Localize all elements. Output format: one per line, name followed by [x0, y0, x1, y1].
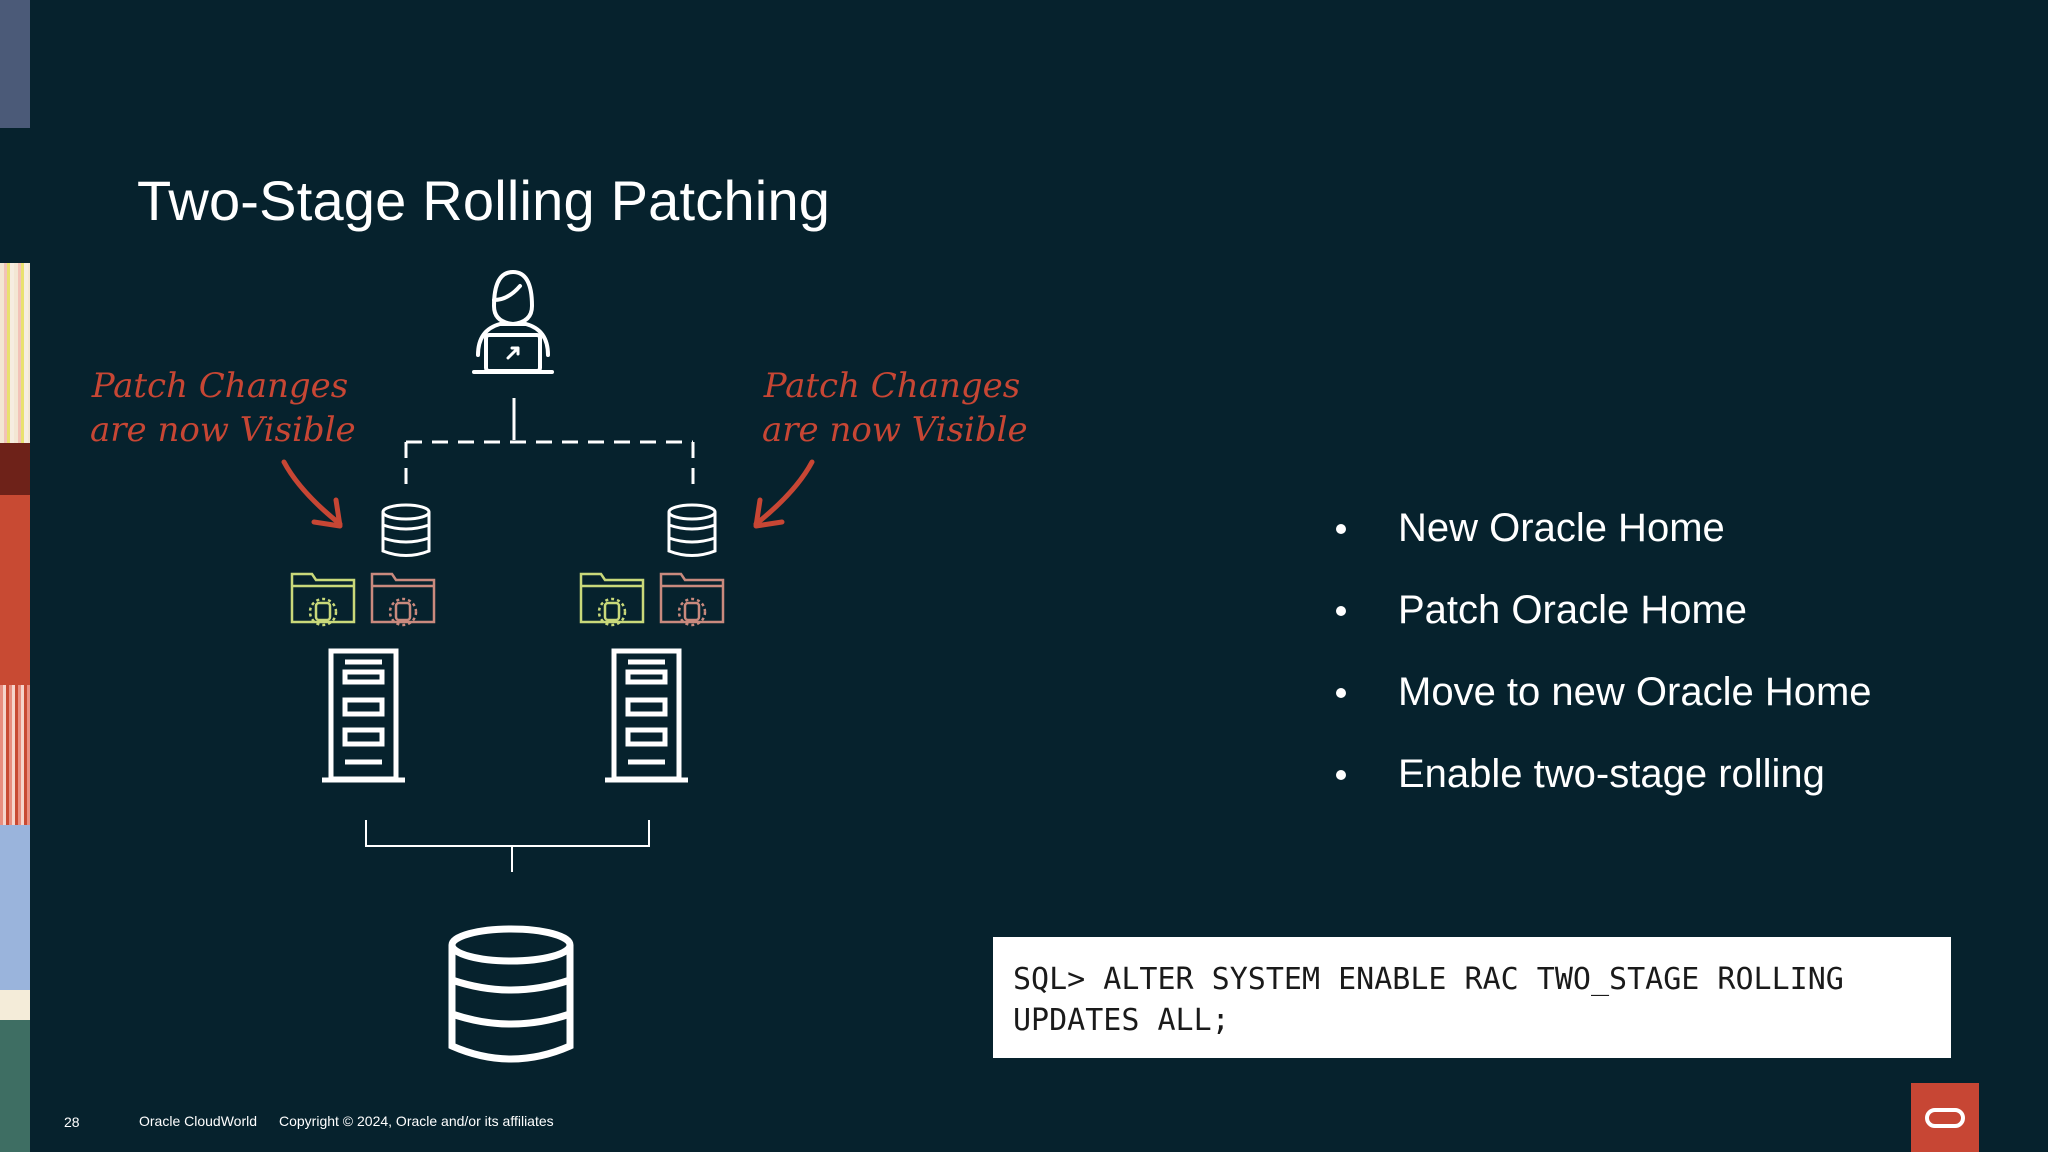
arrow-icon: [281, 459, 343, 529]
oracle-logo-icon: [1911, 1083, 1979, 1152]
database-icon: [448, 925, 574, 1063]
sql-code-box: SQL> ALTER SYSTEM ENABLE RAC TWO_STAGE R…: [993, 937, 1951, 1058]
page-title: Two-Stage Rolling Patching: [137, 168, 831, 232]
bullet-item: Move to new Oracle Home: [1328, 662, 1872, 744]
annotation-line: are now Visible: [90, 410, 356, 450]
bullet-text: New Oracle Home: [1398, 506, 1725, 550]
bullet-list: New Oracle Home Patch Oracle Home Move t…: [1328, 498, 1872, 826]
server-rack-icon: [605, 648, 688, 783]
bullet-dot-icon: [1336, 688, 1346, 698]
user-laptop-icon: [472, 270, 554, 374]
folder-database-icon: [370, 572, 436, 627]
bracket-connector: [365, 820, 650, 872]
bullet-text: Patch Oracle Home: [1398, 588, 1748, 632]
annotation-line: Patch Changes: [91, 366, 349, 406]
annotation-line: Patch Changes: [763, 366, 1021, 406]
bullet-text: Enable two-stage rolling: [1398, 752, 1825, 796]
arrow-icon: [753, 459, 815, 529]
bullet-dot-icon: [1336, 524, 1346, 534]
bullet-item: Enable two-stage rolling: [1328, 744, 1872, 826]
folder-database-icon: [659, 572, 725, 627]
folder-database-icon: [579, 572, 645, 627]
page-number: 28: [64, 1114, 80, 1130]
database-icon: [381, 503, 431, 557]
dashed-connector: [404, 398, 695, 490]
annotation-right: Patch Changes are now Visible: [762, 364, 1028, 452]
annotation-line: are now Visible: [762, 410, 1028, 450]
bullet-item: Patch Oracle Home: [1328, 580, 1872, 662]
annotation-left: Patch Changes are now Visible: [90, 364, 356, 452]
bullet-dot-icon: [1336, 770, 1346, 780]
server-rack-icon: [322, 648, 405, 783]
decorative-strip: [0, 0, 30, 1152]
event-name: Oracle CloudWorld: [139, 1113, 258, 1129]
copyright: Copyright © 2024, Oracle and/or its affi…: [279, 1113, 554, 1129]
folder-database-icon: [290, 572, 356, 627]
database-icon: [667, 503, 717, 557]
bullet-dot-icon: [1336, 606, 1346, 616]
bullet-item: New Oracle Home: [1328, 498, 1872, 580]
bullet-text: Move to new Oracle Home: [1398, 670, 1872, 714]
sql-command: SQL> ALTER SYSTEM ENABLE RAC TWO_STAGE R…: [1013, 962, 1844, 1038]
architecture-diagram: [281, 270, 815, 1063]
